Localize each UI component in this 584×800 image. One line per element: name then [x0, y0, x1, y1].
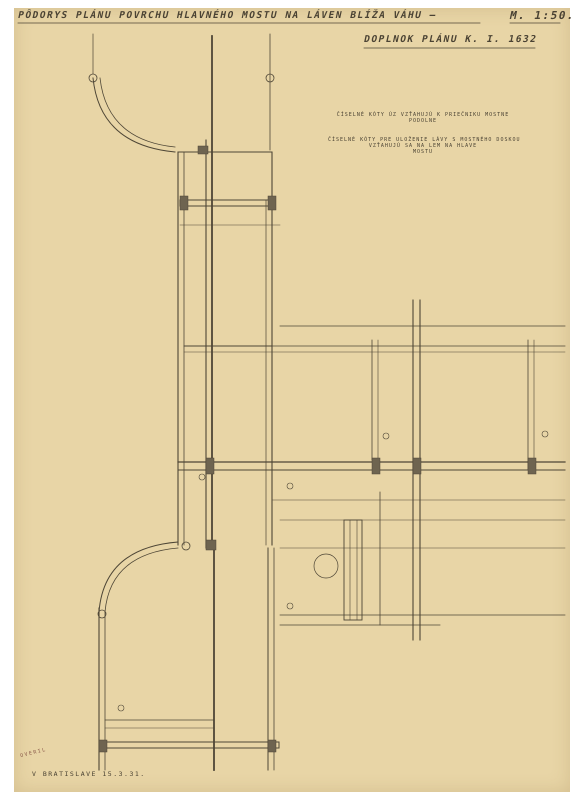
note-dimensions: ČÍSELNÉ KÓTY ÚZ VZŤAHUJÚ K PRIEČNIKU MOS…	[328, 112, 518, 124]
note2-line3: MOSTU	[412, 149, 434, 155]
note-bearing: ČÍSELNÉ KÓTY PRE ULOŽENIE LÁVY S MOSTNÉH…	[328, 137, 521, 155]
paper-background	[14, 8, 570, 792]
lower-curve-outer	[98, 541, 179, 613]
note1-line2: PODOLNE	[408, 118, 438, 124]
drawing-title: PÔDORYS PLÁNU POVRCHU HLAVNÉHO MOSTU NA …	[16, 10, 438, 21]
upper-curve-outer	[92, 77, 176, 153]
lower-curve-inner	[104, 547, 179, 613]
pier-circle	[313, 553, 339, 579]
drawing-scale: M. 1:50.	[508, 9, 577, 22]
crossbeam-bottom	[98, 741, 280, 749]
place-date: V BRATISLAVE 15.3.31.	[32, 770, 146, 778]
crossbeam-top	[179, 199, 275, 207]
note2-line2: VZŤAHUJÚ SA NA LEM NA HLAVE	[368, 143, 478, 149]
drawing-subtitle: DOPLNOK PLÁNU K. I. 1632	[362, 34, 539, 45]
note2-line1: ČÍSELNÉ KÓTY PRE ULOŽENIE LÁVY S MOSTNÉH…	[328, 137, 521, 143]
pier-box	[343, 519, 363, 621]
note1-line1: ČÍSELNÉ KÓTY ÚZ VZŤAHUJÚ K PRIEČNIKU MOS…	[336, 112, 510, 118]
upper-curve-inner	[99, 77, 176, 148]
